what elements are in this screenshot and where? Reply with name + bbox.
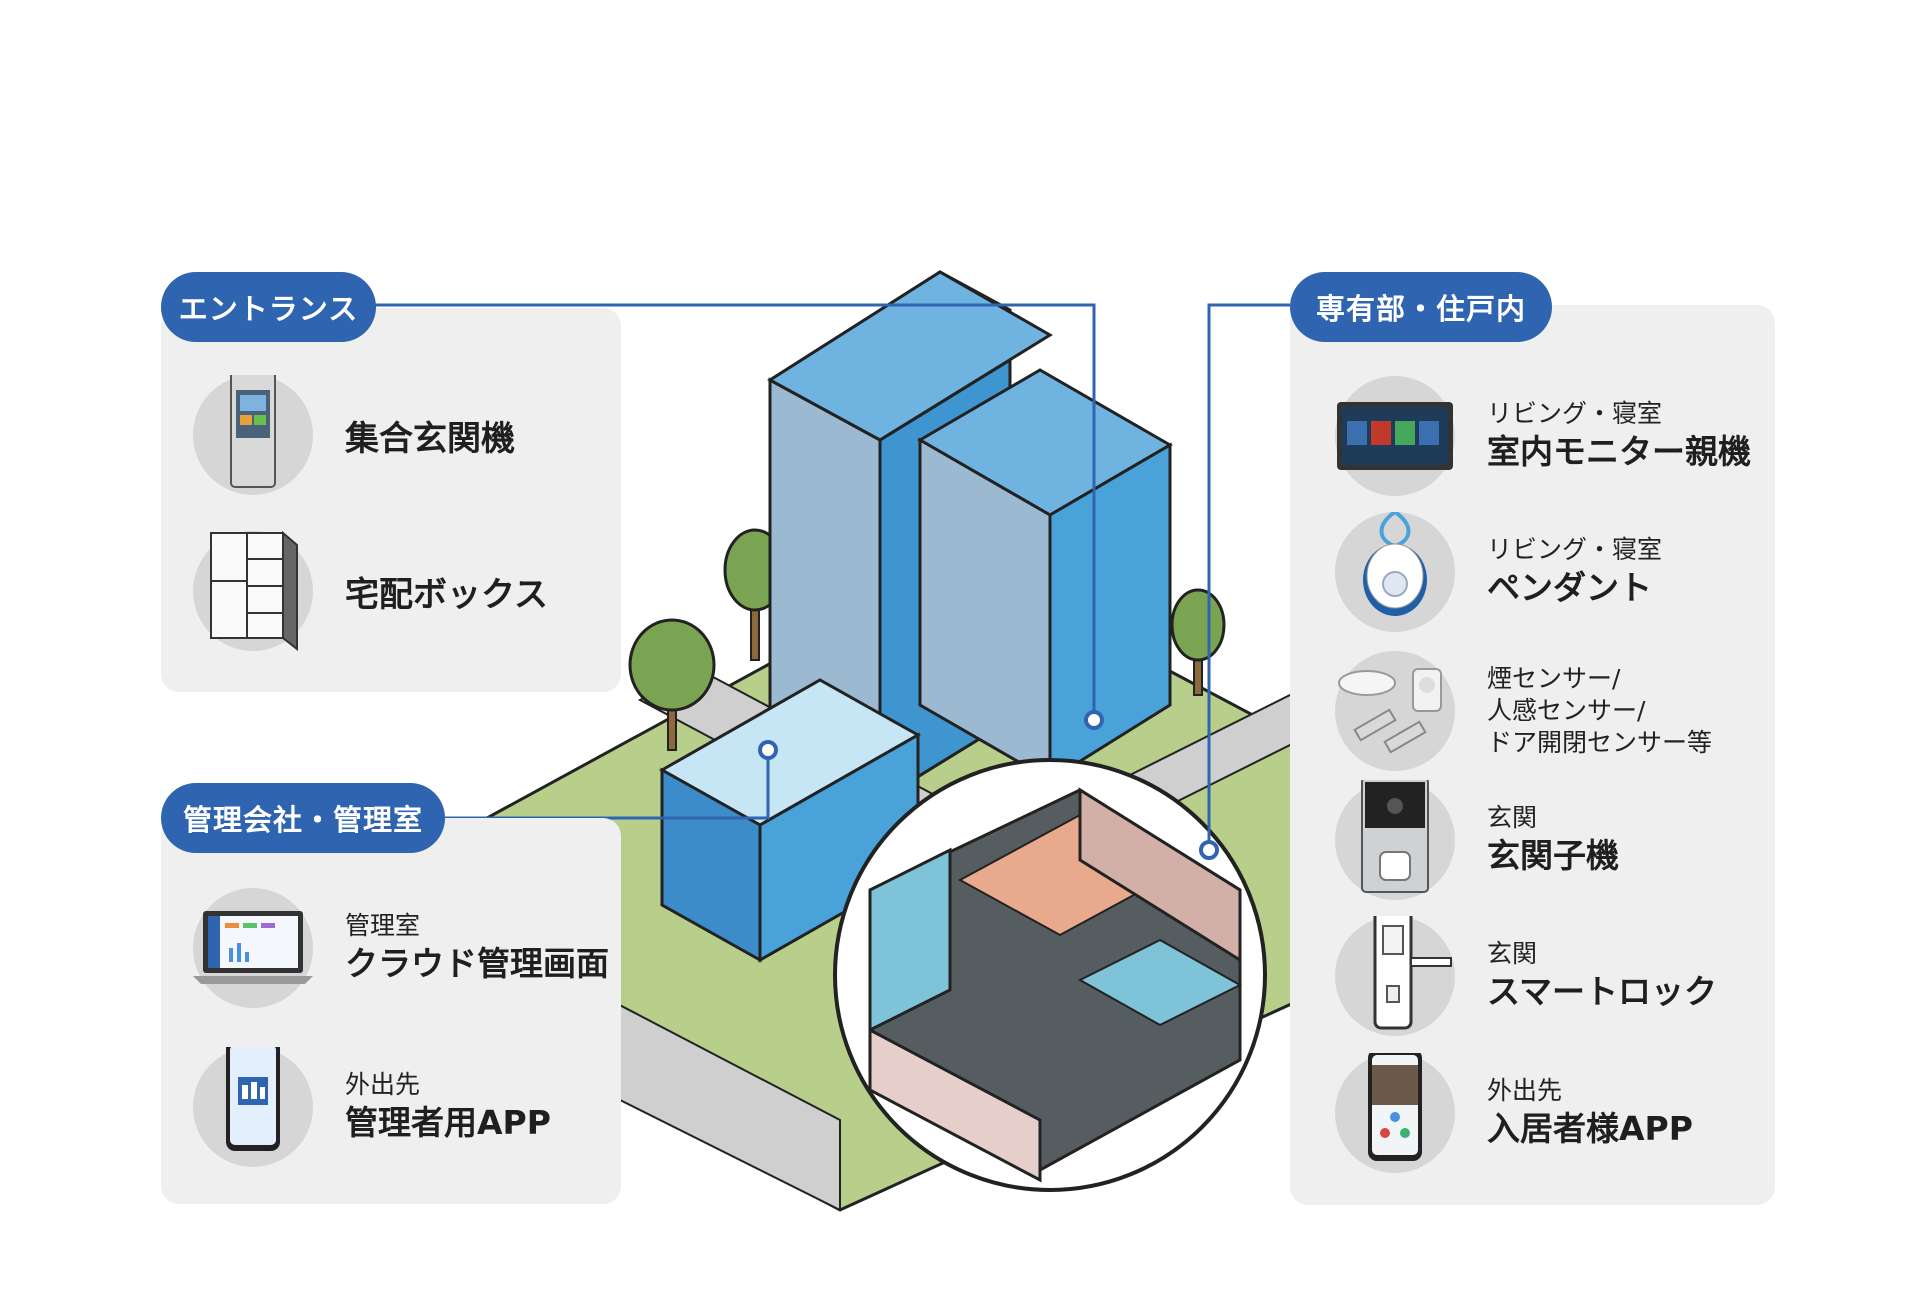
tree-right <box>1170 588 1226 696</box>
resident-app-icon <box>1335 1053 1455 1173</box>
private-item-resident-app: 外出先 入居者様APP <box>1335 1053 1693 1173</box>
connector-dots <box>758 710 1219 860</box>
management-item-label: 管理者用APP <box>345 1103 551 1142</box>
private-item-label: ペンダント <box>1487 568 1652 607</box>
sensor-line-2: 人感センサー/ <box>1487 696 1646 725</box>
sensor-line-1: 煙センサー/ <box>1487 664 1621 693</box>
sensor-line-3: ドア開閉センサー等 <box>1487 728 1713 757</box>
sensors-icon <box>1335 651 1455 771</box>
private-item-sub: 玄関 <box>1487 803 1538 832</box>
private-item-label: 入居者様APP <box>1487 1109 1693 1148</box>
private-item-label: 室内モニター親機 <box>1487 432 1751 471</box>
tree-left <box>628 618 716 751</box>
private-item-label: スマートロック <box>1487 972 1718 1011</box>
private-item-door-station: 玄関 玄関子機 <box>1335 780 1619 900</box>
entrance-item-box: 宅配ボックス <box>193 531 548 651</box>
room-cutaway <box>833 758 1267 1192</box>
entrance-title: エントランス <box>161 272 376 342</box>
private-item-sub: リビング・寝室 <box>1487 535 1663 564</box>
private-title: 専有部・住戸内 <box>1290 272 1552 342</box>
delivery-box-icon <box>193 531 313 651</box>
management-item-sub: 外出先 <box>345 1070 421 1099</box>
management-item-label: クラウド管理画面 <box>345 944 609 983</box>
management-title: 管理会社・管理室 <box>161 783 445 853</box>
smartphone-icon <box>193 1047 313 1167</box>
indoor-monitor-icon <box>1335 376 1455 496</box>
private-item-sub: 玄関 <box>1487 939 1538 968</box>
laptop-icon <box>193 888 313 1008</box>
entrance-item-label: 集合玄関機 <box>345 418 515 459</box>
private-item-sub: 外出先 <box>1487 1076 1563 1105</box>
private-item-sub: リビング・寝室 <box>1487 399 1663 428</box>
entrance-panel-icon <box>193 375 313 495</box>
pendant-icon <box>1335 512 1455 632</box>
entrance-item-label: 宅配ボックス <box>345 574 548 615</box>
smart-lock-icon <box>1335 916 1455 1036</box>
private-item-sensors: 煙センサー/ 人感センサー/ ドア開閉センサー等 <box>1335 651 1712 771</box>
management-item-sub: 管理室 <box>345 911 421 940</box>
door-station-icon <box>1335 780 1455 900</box>
entrance-item-panel: 集合玄関機 <box>193 375 515 495</box>
private-item-smart-lock: 玄関 スマートロック <box>1335 916 1717 1036</box>
private-item-monitor: リビング・寝室 室内モニター親機 <box>1335 376 1751 496</box>
management-item-cloud: 管理室 クラウド管理画面 <box>193 888 609 1008</box>
tower-front <box>917 368 1173 783</box>
management-item-app: 外出先 管理者用APP <box>193 1047 551 1167</box>
private-item-pendant: リビング・寝室 ペンダント <box>1335 512 1662 632</box>
private-item-label: 玄関子機 <box>1487 836 1619 875</box>
